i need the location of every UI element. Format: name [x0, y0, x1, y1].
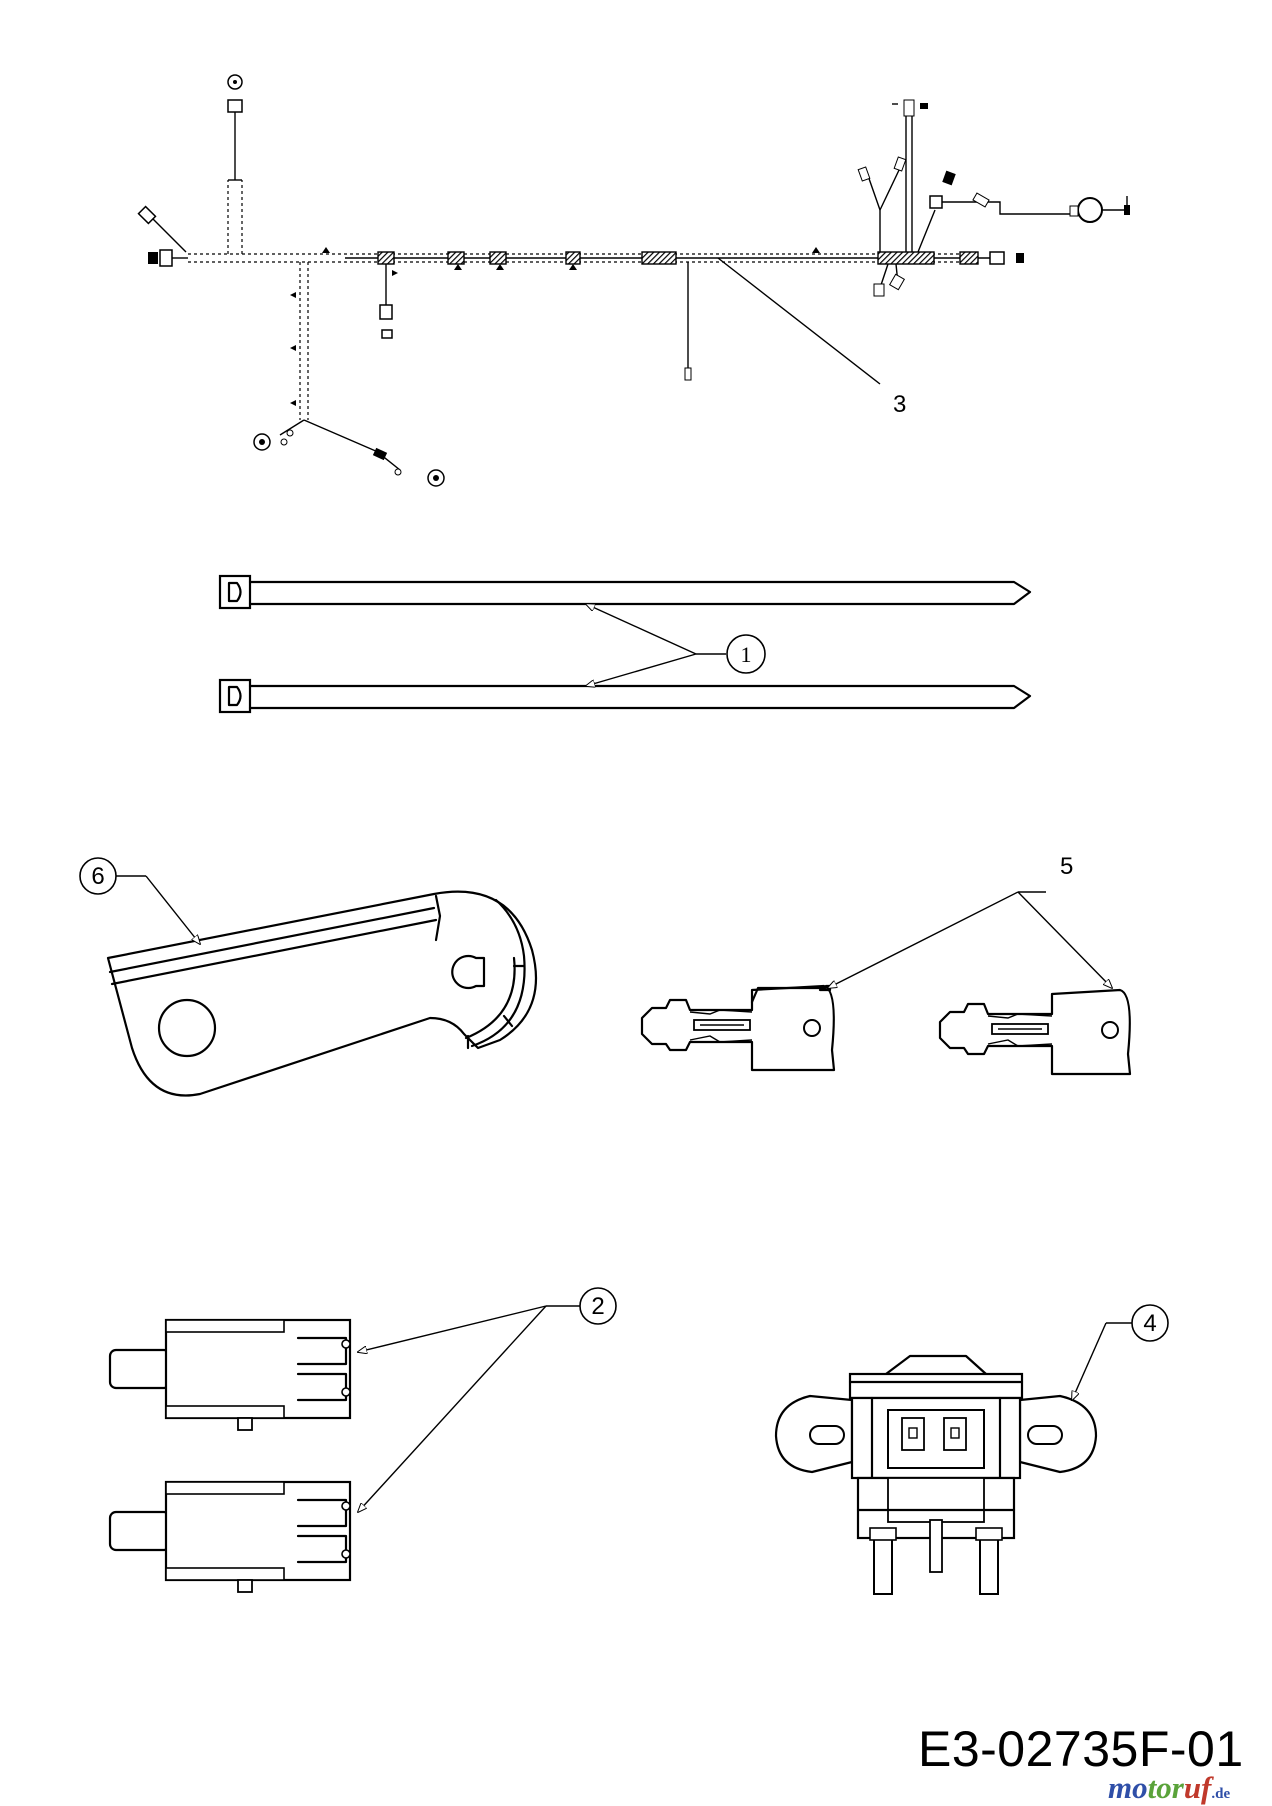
callout-switches-number: 2: [591, 1293, 604, 1320]
brand-logo: motoruf.de: [1108, 1770, 1230, 1806]
ignition-switch: 4: [774, 1304, 1169, 1595]
harness-connector-drop: [377, 251, 398, 339]
lever-bracket: 6: [79, 857, 538, 1097]
harness-down-branch: [253, 262, 445, 487]
brand-logo-part3: uf: [1183, 1770, 1212, 1805]
drawing-code: E3-02735F-01: [918, 1721, 1244, 1777]
switch-lower: [108, 1480, 352, 1593]
harness-right-bundle: [857, 99, 1130, 297]
callout-ignition-switch-number: 4: [1143, 1310, 1156, 1337]
callout-lever-number: 6: [91, 863, 104, 890]
key-left: [640, 984, 836, 1072]
callout-keys: 5: [828, 853, 1112, 988]
callout-harness: 3: [717, 257, 906, 418]
callout-lever: 6: [79, 857, 200, 944]
callout-switches: 2: [358, 1287, 617, 1512]
safety-switches: 2: [108, 1287, 617, 1593]
callout-harness-number: 3: [893, 391, 906, 418]
harness-left-end-connector: [137, 205, 188, 267]
harness-top-branch: [227, 74, 243, 254]
key-right: [938, 988, 1132, 1076]
ignition-keys: 5: [640, 853, 1132, 1076]
cable-ties: 1: [218, 574, 1032, 714]
brand-logo-tld: .de: [1211, 1786, 1231, 1802]
callout-cable-ties-number: 1: [741, 642, 752, 667]
cable-tie-lower: [218, 678, 1032, 714]
cable-tie-upper: [218, 574, 1032, 610]
callout-keys-number: 5: [1060, 853, 1073, 880]
brand-logo-part1: mo: [1108, 1770, 1148, 1805]
harness-middle-drop: [684, 262, 692, 381]
callout-ignition-switch: 4: [1072, 1304, 1169, 1400]
switch-upper: [108, 1318, 352, 1431]
brand-logo-part2: tor: [1147, 1770, 1184, 1805]
wiring-harness: 3: [137, 74, 1130, 487]
callout-cable-ties: 1: [586, 604, 766, 686]
harness-trunk-connectors: [447, 247, 820, 270]
